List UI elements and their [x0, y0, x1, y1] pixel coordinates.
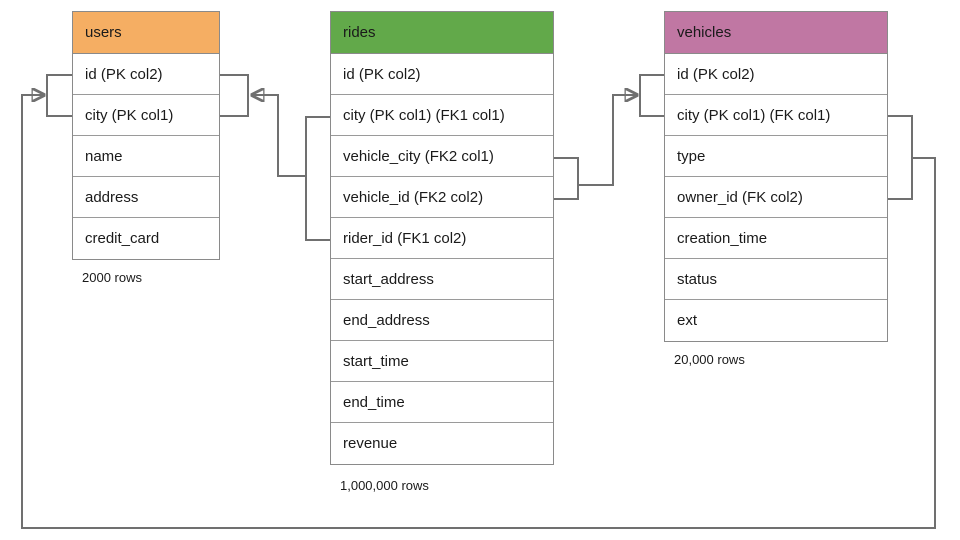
connector-vehicles-left-bracket — [639, 74, 664, 117]
table-row[interactable]: vehicle_city (FK2 col1) — [331, 136, 553, 177]
table-row[interactable]: status — [665, 259, 887, 300]
table-card-users[interactable]: users id (PK col2) city (PK col1) name a… — [72, 11, 220, 260]
table-row[interactable]: id (PK col2) — [73, 54, 219, 95]
table-row[interactable]: id (PK col2) — [331, 54, 553, 95]
table-card-vehicles[interactable]: vehicles id (PK col2) city (PK col1) (FK… — [664, 11, 888, 342]
table-row[interactable]: start_address — [331, 259, 553, 300]
table-row[interactable]: vehicle_id (FK2 col2) — [331, 177, 553, 218]
table-row[interactable]: id (PK col2) — [665, 54, 887, 95]
table-row[interactable]: creation_time — [665, 218, 887, 259]
connector-rides-right-bracket — [554, 157, 579, 200]
table-header-vehicles: vehicles — [665, 12, 887, 54]
connector-rides-to-vehicles-run — [578, 95, 637, 186]
table-row[interactable]: address — [73, 177, 219, 218]
table-row[interactable]: name — [73, 136, 219, 177]
table-header-rides: rides — [331, 12, 553, 54]
table-row[interactable]: city (PK col1) (FK1 col1) — [331, 95, 553, 136]
table-row[interactable]: end_time — [331, 382, 553, 423]
table-row[interactable]: city (PK col1) — [73, 95, 219, 136]
table-row[interactable]: owner_id (FK col2) — [665, 177, 887, 218]
table-row[interactable]: end_address — [331, 300, 553, 341]
row-count-users: 2000 rows — [82, 270, 142, 285]
table-row[interactable]: credit_card — [73, 218, 219, 259]
table-card-rides[interactable]: rides id (PK col2) city (PK col1) (FK1 c… — [330, 11, 554, 465]
row-count-vehicles: 20,000 rows — [674, 352, 745, 367]
table-header-users: users — [73, 12, 219, 54]
connector-rides-to-users — [305, 116, 330, 241]
table-row[interactable]: revenue — [331, 423, 553, 464]
table-row[interactable]: rider_id (FK1 col2) — [331, 218, 553, 259]
connector-vehicles-owner-to-users — [21, 95, 936, 529]
table-row[interactable]: ext — [665, 300, 887, 341]
row-count-rides: 1,000,000 rows — [340, 478, 429, 493]
connector-vehicles-right-bracket — [888, 115, 913, 200]
table-row[interactable]: type — [665, 136, 887, 177]
connector-users-right-bracket — [220, 74, 249, 117]
connector-users-left-bracket — [46, 74, 72, 117]
connector-rides-to-users-run — [252, 95, 306, 177]
table-row[interactable]: city (PK col1) (FK col1) — [665, 95, 887, 136]
table-row[interactable]: start_time — [331, 341, 553, 382]
